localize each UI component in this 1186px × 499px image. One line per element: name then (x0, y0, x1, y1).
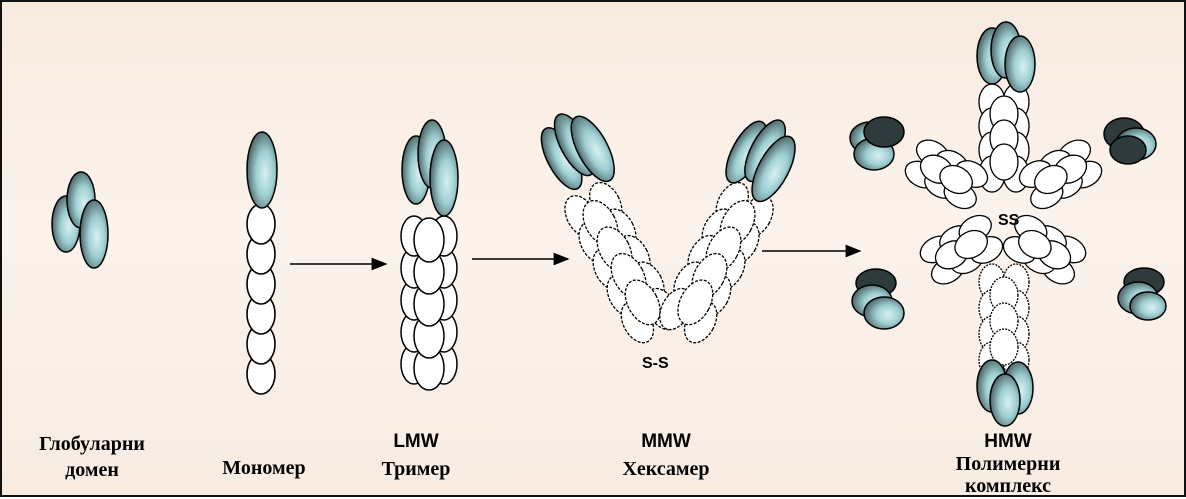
polymer-code: HMW (984, 431, 1032, 452)
trimer-label: Тример (382, 458, 451, 480)
polymer-label-line1: Полимерни (956, 453, 1061, 475)
monomer-label: Мономер (222, 457, 305, 479)
globular-domain-shape (52, 172, 108, 268)
polymer-label-line2: комплекс (965, 475, 1051, 497)
hexamer-label: Хексамер (622, 458, 709, 480)
hexamer-shape (530, 101, 808, 348)
globular-label-line1: Глобуларни (39, 433, 145, 455)
hexamer-code: MMW (641, 431, 691, 452)
trimer-shape (401, 120, 458, 390)
trimer-code: LMW (393, 431, 438, 452)
globular-label-line2: домен (65, 459, 119, 481)
monomer-shape (247, 132, 277, 394)
polymer-bond-label: SS (998, 212, 1020, 229)
hexamer-bond-label: S-S (642, 355, 669, 372)
